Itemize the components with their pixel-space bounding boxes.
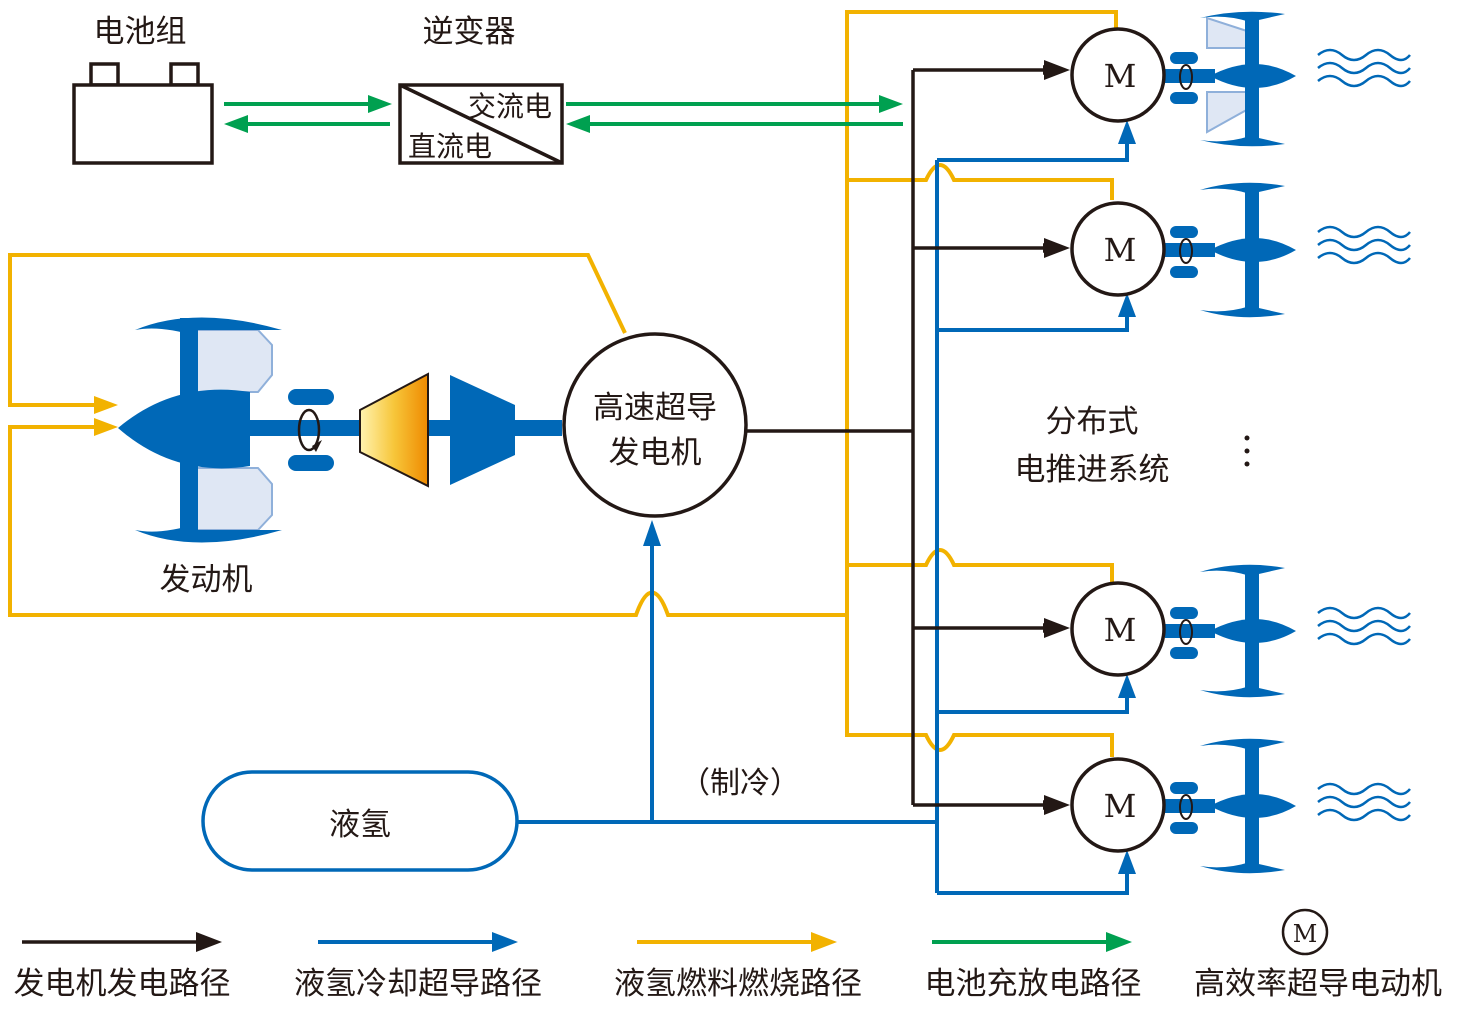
battery-arrowheads xyxy=(224,95,903,133)
motor-label: M xyxy=(1104,611,1137,649)
inverter-ac-label: 交流电 xyxy=(468,90,552,123)
legend-item-power: 发电机发电路径 xyxy=(14,932,231,1002)
legend-item-fuel: 液氢燃料燃烧路径 xyxy=(614,932,862,1002)
wave-icon xyxy=(1317,606,1411,646)
engine-label: 发动机 xyxy=(160,562,253,598)
distributed-label-line1: 分布式 xyxy=(1046,404,1139,440)
motor-unit-2: M xyxy=(1070,182,1296,318)
legend-label: 液氢冷却超导路径 xyxy=(294,966,542,1002)
cooling-path xyxy=(517,140,1129,895)
cooling-note: （制冷） xyxy=(680,766,800,801)
motor-icon xyxy=(1070,27,1166,123)
tank-icon xyxy=(201,770,519,872)
generator xyxy=(562,332,748,518)
motor-icon xyxy=(1070,757,1166,853)
motor-unit-1: M xyxy=(1070,11,1296,147)
tank-label: 液氢 xyxy=(329,807,391,843)
cooling-arrowheads xyxy=(643,120,1136,874)
motor-icon xyxy=(1070,201,1166,297)
legend-motor-symbol: M xyxy=(1293,920,1318,948)
legend-label: 高效率超导电动机 xyxy=(1194,966,1442,1002)
legend-item-battery: 电池充放电路径 xyxy=(925,932,1142,1002)
distributed-label-line2: 电推进系统 xyxy=(1015,452,1170,488)
legend-item-cooling: 液氢冷却超导路径 xyxy=(294,932,542,1002)
turbine-icon xyxy=(450,375,515,485)
legend-label: 电池充放电路径 xyxy=(925,966,1142,1002)
motor-unit-4: M xyxy=(1070,738,1296,874)
ellipsis-dots xyxy=(1244,435,1250,467)
motor-icon xyxy=(1281,908,1329,956)
wave-icon xyxy=(1317,782,1411,822)
legend-item-motor: M 高效率超导电动机 xyxy=(1194,908,1442,1002)
wave-icon xyxy=(1317,48,1411,88)
generator-label-line1: 高速超导 xyxy=(593,390,717,426)
motor-label: M xyxy=(1104,787,1137,825)
motor-unit-3: M xyxy=(1070,564,1296,698)
compressor-icon xyxy=(359,372,429,488)
wave-icon xyxy=(1317,225,1411,265)
motor-icon xyxy=(1070,581,1166,677)
motor-label: M xyxy=(1104,57,1137,95)
battery-path xyxy=(224,102,903,126)
battery-icon xyxy=(72,62,214,165)
legend-label: 发电机发电路径 xyxy=(14,966,231,1002)
generator-label-line2: 发电机 xyxy=(609,435,702,471)
inverter-dc-label: 直流电 xyxy=(408,130,492,163)
legend: 发电机发电路径 液氢冷却超导路径 液氢燃料燃烧路径 电池充放电路径 M 高效率超… xyxy=(14,908,1442,1002)
power-arrowheads xyxy=(1044,60,1070,815)
motor-label: M xyxy=(1104,231,1137,269)
legend-label: 液氢燃料燃烧路径 xyxy=(614,966,862,1002)
fuel-arrowheads xyxy=(94,396,118,436)
power-path xyxy=(745,65,1053,810)
battery-label: 电池组 xyxy=(94,14,187,50)
fuel-path xyxy=(8,10,1118,757)
inverter-label: 逆变器 xyxy=(423,14,516,50)
inverter-icon xyxy=(398,83,564,165)
